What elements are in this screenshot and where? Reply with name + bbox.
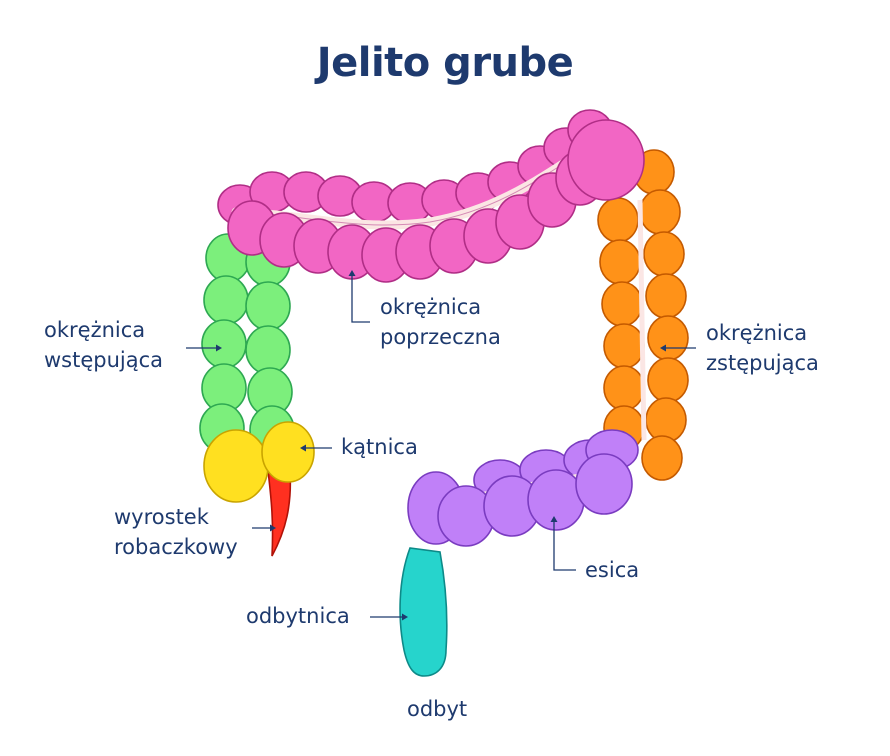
sigmoid-haustrum-front: [575, 453, 633, 515]
label-appendix-line2: robaczkowy: [114, 535, 238, 559]
cecum-right-pouch: [261, 421, 315, 483]
appendix-shape: [267, 469, 292, 557]
descending-haustrum-left: [601, 281, 643, 327]
label-rectum: odbytnica: [246, 604, 350, 628]
leader-descending-arrow: [660, 344, 666, 352]
ascending-haustrum-right: [245, 325, 291, 375]
descending-haustrum-left: [599, 239, 641, 285]
cecum-shape: [203, 421, 315, 503]
leader-ascending-arrow: [216, 344, 222, 352]
label-transverse-line1: okrężnica: [380, 295, 482, 319]
ascending-haustrum-left: [201, 319, 247, 369]
ascending-haustrum-right: [245, 281, 291, 331]
leader-transverse: [351, 274, 370, 323]
label-anus: odbyt: [407, 697, 468, 721]
label-descending-colon: okrężnica zstępująca: [706, 318, 819, 378]
descending-haustrum-right: [643, 231, 685, 277]
hepatic-flexure-bulge: [567, 119, 645, 201]
label-transverse-colon: okrężnica poprzeczna: [380, 292, 501, 352]
transverse-colon-shape: [217, 109, 645, 283]
sigmoid-colon-shape: [407, 429, 639, 547]
rectum-body: [399, 547, 448, 677]
descending-inner-fold: [637, 199, 647, 441]
descending-haustrum-left: [603, 323, 645, 369]
leader-cecum-arrow: [300, 444, 306, 452]
descending-haustrum-right: [639, 189, 681, 235]
descending-haustrum-right: [645, 273, 687, 319]
rectum-shape: [399, 547, 448, 677]
label-appendix-line1: wyrostek: [114, 505, 209, 529]
leader-transverse-arrow: [348, 270, 356, 276]
descending-haustrum-right: [641, 435, 683, 481]
appendix-body: [267, 469, 292, 557]
descending-haustrum-left: [603, 365, 645, 411]
leader-sigmoid-arrow: [550, 516, 558, 522]
label-cecum: kątnica: [341, 435, 418, 459]
leader-lines: [186, 270, 696, 621]
label-ascending-line1: okrężnica: [44, 318, 146, 342]
descending-haustrum-right: [645, 397, 687, 443]
label-ascending-line2: wstępująca: [44, 348, 164, 372]
ascending-haustrum-left: [203, 275, 249, 325]
page-title: Jelito grube: [316, 40, 574, 86]
descending-haustrum-right: [647, 315, 689, 361]
descending-haustrum-right: [647, 357, 689, 403]
label-sigmoid-colon: esica: [585, 558, 640, 582]
leader-sigmoid: [553, 520, 576, 571]
label-ascending-colon: okrężnica wstępująca: [44, 315, 163, 375]
label-transverse-line2: poprzeczna: [380, 325, 501, 349]
label-appendix: wyrostek robaczkowy: [114, 502, 238, 562]
label-descending-line1: okrężnica: [706, 321, 808, 345]
descending-haustrum-left: [597, 197, 639, 243]
label-descending-line2: zstępująca: [706, 351, 819, 375]
leader-rectum-arrow: [402, 613, 408, 621]
cecum-left-pouch: [203, 429, 269, 503]
leader-appendix-arrow: [270, 524, 276, 532]
